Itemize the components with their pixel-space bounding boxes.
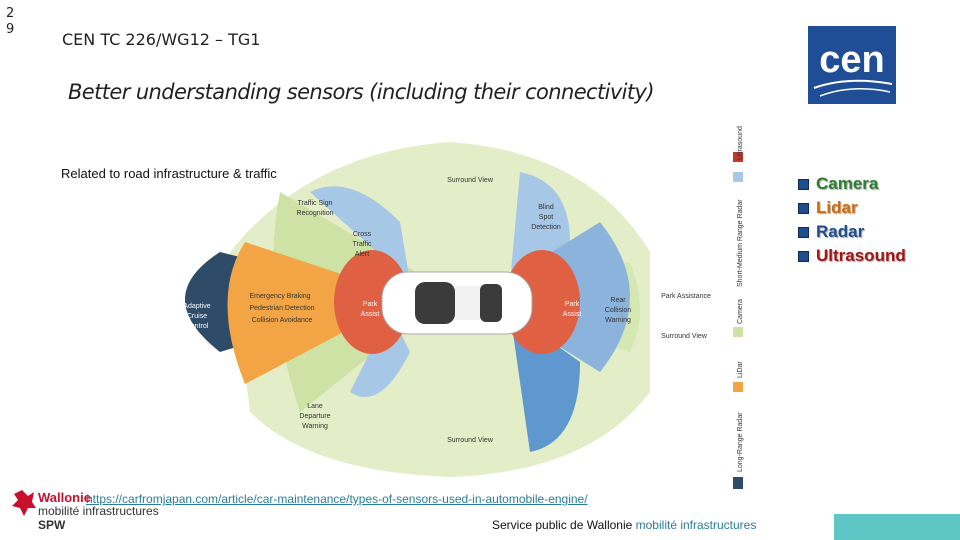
sidebar-ultrasound: Ultrasound: [737, 126, 744, 160]
slide-number: 2 9: [6, 6, 18, 38]
footer-service-blue: mobilité infrastructures: [635, 518, 757, 532]
label-cross-3: Alert: [355, 251, 369, 258]
label-surround-view-top: Surround View: [447, 177, 494, 184]
header-title: CEN TC 226/WG12 – TG1: [62, 30, 261, 49]
label-park-right-2: Assist: [563, 311, 582, 318]
label-park-assistance: Park Assistance: [661, 293, 711, 300]
blind-spot-zone: [510, 172, 570, 282]
label-park-left-2: Assist: [361, 311, 380, 318]
label-lane-1: Lane: [307, 403, 323, 410]
label-lane-2: Departure: [299, 413, 330, 420]
label-blind-2: Spot: [539, 214, 553, 221]
footer-accent-bar: [834, 514, 960, 540]
sidebar-short-radar: Short-Medium Range Radar: [737, 199, 744, 287]
label-traffic-sign-1: Traffic Sign: [297, 200, 332, 207]
wallonie-logo: Wallonie mobilité infrastructures SPW: [10, 488, 190, 534]
slide-number-line2: 9: [6, 22, 15, 37]
label-park-left-1: Park: [363, 301, 378, 308]
label-emergency: Emergency Braking: [249, 293, 310, 300]
sidebar-camera: Camera: [737, 299, 744, 324]
label-cross-1: Cross: [353, 231, 372, 238]
label-adaptive-3: Control: [186, 323, 209, 330]
related-note: Related to road infrastructure & traffic: [61, 166, 277, 181]
label-park-right-1: Park: [565, 301, 580, 308]
sidebar-lidar: LiDar: [737, 361, 744, 378]
wallonie-line2: mobilité infrastructures: [38, 504, 159, 518]
cen-logo: cen: [808, 26, 896, 104]
footer-service: Service public de Wallonie mobilité infr…: [492, 518, 756, 532]
checkbox-icon: [798, 178, 809, 190]
checkbox-icon: [798, 202, 809, 214]
checkbox-icon: [798, 226, 809, 238]
label-blind-3: Detection: [531, 224, 561, 231]
label-surround-view-bottom: Surround View: [447, 437, 494, 444]
label-traffic-sign-2: Recognition: [297, 210, 334, 217]
source-link[interactable]: https://carfromjapan.com/article/car-mai…: [86, 492, 588, 506]
label-rear-1: Rear: [610, 297, 626, 304]
legend-item-lidar: Lidar: [798, 196, 906, 220]
legend-label-camera: Camera: [816, 174, 879, 193]
page-title: Better understanding sensors (including …: [68, 80, 655, 104]
label-surround-view-right: Surround View: [661, 333, 708, 340]
label-cross-2: Traffic: [352, 241, 372, 248]
legend-item-ultrasound: Ultrasound: [798, 244, 906, 268]
lidar-zone: [227, 242, 410, 384]
legend-label-lidar: Lidar: [816, 198, 858, 217]
legend-item-camera: Camera: [798, 172, 906, 196]
legend-label-ultrasound: Ultrasound: [816, 246, 906, 265]
label-adaptive-1: Adaptive: [183, 303, 210, 310]
legend-label-radar: Radar: [816, 222, 865, 241]
wallonie-line1: Wallonie: [38, 490, 91, 505]
checkbox-icon: [798, 250, 809, 262]
sensor-legend: Camera Lidar Radar Ultrasound: [798, 172, 906, 268]
label-lane-3: Warning: [302, 423, 328, 430]
wallonie-line3: SPW: [38, 518, 66, 532]
label-rear-2: Collision: [605, 307, 632, 314]
slide-number-line1: 2: [6, 6, 15, 21]
sidebar-long-radar: Long-Range Radar: [737, 412, 744, 472]
label-pedestrian: Pedestrian Detection: [250, 305, 315, 312]
label-rear-3: Warning: [605, 317, 631, 324]
footer-service-label: Service public de Wallonie: [492, 518, 633, 532]
sensor-sidebar: Ultrasound Short-Medium Range Radar Came…: [733, 122, 745, 489]
car-icon: [381, 271, 533, 335]
label-adaptive-2: Cruise: [187, 313, 207, 320]
label-blind-1: Blind: [538, 204, 554, 211]
sensor-diagram: Surround View Traffic Sign Recognition C…: [150, 112, 750, 492]
label-collision: Collision Avoidance: [252, 317, 313, 324]
cen-logo-text: cen: [819, 39, 884, 81]
legend-item-radar: Radar: [798, 220, 906, 244]
